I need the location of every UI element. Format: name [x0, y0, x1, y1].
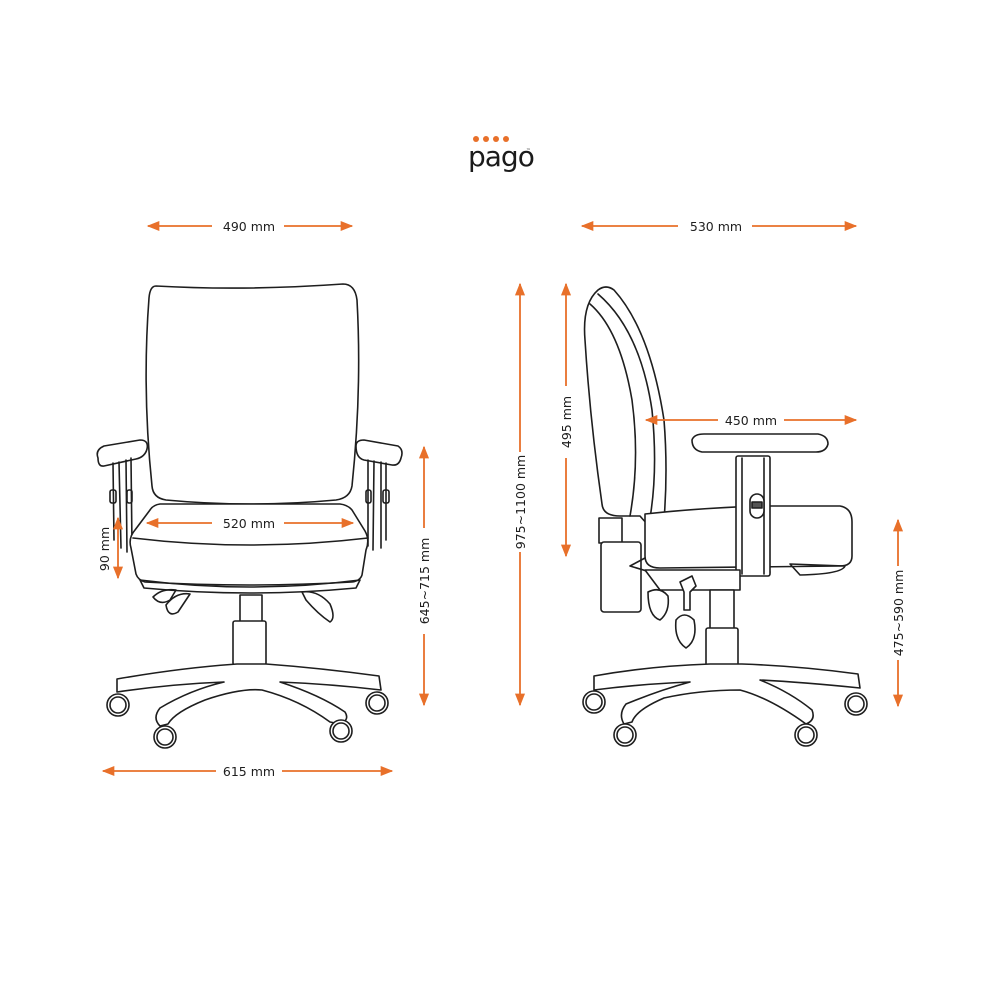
- trademark: ™: [526, 148, 531, 154]
- brand-name: pago: [468, 140, 535, 173]
- logo-dot: [493, 136, 499, 142]
- dim-seat-height: 475~590 mm: [891, 570, 906, 657]
- dim-armrest-height: 645~715 mm: [417, 538, 432, 625]
- dimension-lines: [101, 220, 904, 777]
- dim-seat-depth: 450 mm: [725, 413, 777, 428]
- logo-dot: [483, 136, 489, 142]
- logo-dots: [473, 136, 509, 142]
- logo-dot: [473, 136, 479, 142]
- dim-base-width: 615 mm: [223, 764, 275, 779]
- side-view-chair: [582, 286, 868, 747]
- dim-armrest-adjust: 90 mm: [97, 527, 112, 571]
- dim-backrest-width: 490 mm: [223, 219, 275, 234]
- dim-overall-height: 975~1100 mm: [513, 455, 528, 549]
- dim-seat-width: 520 mm: [223, 516, 275, 531]
- logo-dot: [503, 136, 509, 142]
- brand-logo: pago ™: [468, 136, 538, 186]
- dim-overall-depth: 530 mm: [690, 219, 742, 234]
- dim-backrest-height: 495 mm: [559, 396, 574, 448]
- front-view-chair: [96, 283, 403, 749]
